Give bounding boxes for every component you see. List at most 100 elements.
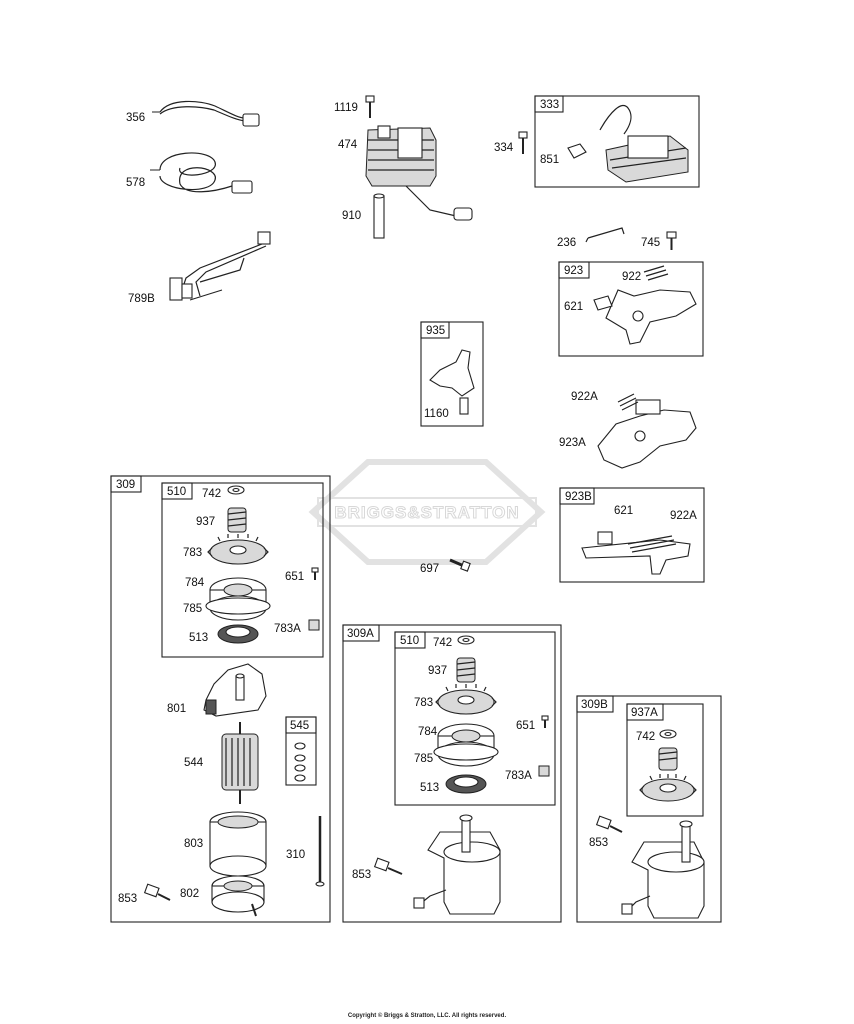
callout-801: 801	[167, 703, 186, 715]
ignition-coil-474	[365, 125, 473, 221]
callout-513: 513	[189, 632, 208, 644]
governor-lever-923A	[597, 393, 697, 469]
svg-text:333: 333	[540, 99, 559, 111]
callout-937-309A: 937	[428, 665, 447, 677]
callout-803: 803	[184, 838, 203, 850]
callout-334: 334	[494, 142, 514, 154]
callout-784-309A: 784	[418, 726, 438, 738]
callout-651-309A: 651	[516, 720, 535, 732]
connector-853	[143, 883, 171, 901]
callout-922A: 922A	[571, 391, 598, 403]
callout-922A-923B: 922A	[670, 510, 697, 522]
screw-651	[311, 567, 319, 580]
callout-853: 853	[118, 893, 137, 905]
kit-box-309: 309	[110, 475, 331, 923]
clutch-784	[205, 577, 271, 621]
callout-853-309B: 853	[589, 837, 608, 849]
callout-851: 851	[540, 154, 559, 166]
svg-text:545: 545	[290, 720, 309, 732]
callout-742-309A: 742	[433, 637, 452, 649]
svg-text:923B: 923B	[565, 491, 592, 503]
stop-783A	[308, 619, 320, 631]
kit-box-923B: 923B	[559, 487, 705, 583]
svg-text:BRIGGS&STRATTON: BRIGGS&STRATTON	[334, 503, 519, 522]
spring-937-309A	[456, 657, 476, 683]
washer-742-309A	[457, 635, 475, 645]
kit-box-510-309A: 510	[394, 631, 556, 806]
callout-1119: 1119	[334, 102, 358, 114]
kit-box-545: 545	[285, 716, 317, 786]
callout-937: 937	[196, 516, 215, 528]
kit-box-309A: 309A	[342, 624, 562, 923]
kit-box-935: 935	[420, 321, 484, 427]
gear-783-309A	[435, 684, 497, 715]
callout-742-309B: 742	[636, 731, 655, 743]
callout-621: 621	[564, 301, 583, 313]
callout-784: 784	[185, 577, 205, 589]
wire-harness-356	[152, 100, 260, 127]
callout-356: 356	[126, 112, 145, 124]
callout-922: 922	[622, 271, 641, 283]
callout-802: 802	[180, 888, 199, 900]
callout-742: 742	[202, 488, 221, 500]
copyright-footer: Copyright © Briggs & Stratton, LLC. All …	[347, 1013, 507, 1019]
callout-783A-309A: 783A	[505, 770, 532, 782]
svg-text:309A: 309A	[347, 628, 374, 640]
wire-harness-789B	[169, 231, 271, 301]
screw-745	[666, 231, 677, 250]
callout-544: 544	[184, 757, 204, 769]
svg-text:937A: 937A	[631, 707, 658, 719]
callout-783-309A: 783	[414, 697, 433, 709]
kit-box-333: 333	[534, 95, 700, 188]
callout-789B: 789B	[128, 293, 155, 305]
svg-text:935: 935	[426, 325, 445, 337]
screw-697	[449, 558, 471, 572]
pinion-513-309A	[445, 774, 487, 794]
svg-text:309B: 309B	[581, 699, 608, 711]
stop-783A-309A	[538, 765, 550, 777]
callout-785-309A: 785	[414, 753, 433, 765]
connector-853-309A	[373, 857, 403, 875]
svg-text:309: 309	[116, 479, 135, 491]
screw-651-309A	[541, 715, 549, 728]
callout-697: 697	[420, 563, 439, 575]
callout-910: 910	[342, 210, 361, 222]
starter-motor-309A	[413, 814, 501, 915]
armature-544	[221, 722, 259, 804]
callout-310: 310	[286, 849, 305, 861]
end-cap-801	[203, 663, 267, 717]
callout-651: 651	[285, 571, 304, 583]
callout-785: 785	[183, 603, 202, 615]
svg-text:510: 510	[167, 486, 186, 498]
clutch-784-309A	[433, 723, 499, 767]
kit-box-923: 923	[558, 261, 704, 357]
spacer-910	[373, 193, 385, 239]
callout-621-923B: 621	[614, 505, 633, 517]
callout-783A: 783A	[274, 623, 301, 635]
briggs-stratton-watermark-logo: BRIGGS&STRATTON	[308, 459, 546, 565]
callout-1160: 1160	[424, 408, 449, 420]
washer-742	[227, 485, 245, 495]
pinion-513	[217, 624, 259, 644]
wire-harness-578	[150, 152, 253, 194]
bolt-1119	[365, 95, 375, 118]
housing-803	[209, 811, 267, 877]
link-236	[585, 227, 625, 243]
starter-motor-309B	[621, 820, 705, 919]
callout-474: 474	[338, 139, 358, 151]
callout-923A: 923A	[559, 437, 586, 449]
brush-plate-802	[211, 875, 265, 917]
kit-box-510: 510	[161, 482, 324, 658]
thru-bolt-310	[315, 816, 325, 887]
callout-578: 578	[126, 177, 145, 189]
callout-236: 236	[557, 237, 576, 249]
callout-853-309A: 853	[352, 869, 371, 881]
spring-937	[227, 507, 247, 533]
kit-box-309B: 309B	[576, 695, 722, 923]
connector-853-309B	[595, 815, 623, 833]
callout-745: 745	[641, 237, 660, 249]
callout-513-309A: 513	[420, 782, 439, 794]
gear-783	[207, 534, 269, 565]
svg-text:923: 923	[564, 265, 583, 277]
